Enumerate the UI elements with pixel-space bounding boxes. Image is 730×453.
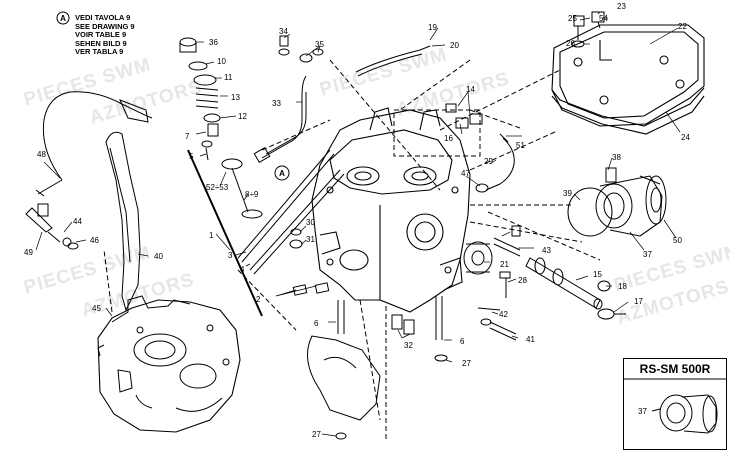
oil-line-left	[253, 75, 307, 164]
reference-note: VEDI TAVOLA 9 SEE DRAWING 9 VOIR TABLE 9…	[75, 13, 135, 57]
callout-19: 19	[428, 23, 437, 32]
reference-line: SEHEN BILD 9	[75, 38, 127, 48]
oil-line-right	[485, 133, 515, 191]
callout-18: 18	[618, 282, 627, 291]
side-bolts	[477, 225, 626, 341]
callout-31: 31	[306, 235, 315, 244]
inset-intake-part	[651, 394, 718, 434]
intake-manifold	[567, 167, 667, 237]
callout-14: 14	[466, 85, 475, 94]
callout-labels: 12345678÷9101112131415161718192021222324…	[24, 2, 690, 439]
inset-callout: 37	[638, 407, 647, 416]
chain-tensioner-blade	[105, 131, 141, 312]
callout-20: 20	[450, 41, 459, 50]
inset-artwork: 37	[624, 378, 726, 434]
callout-30: 30	[306, 218, 315, 227]
camshaft	[525, 257, 603, 310]
callout-13: 13	[231, 93, 240, 102]
callout-34: 34	[279, 27, 288, 36]
model-inset-box: RS-SM 500R 37	[623, 358, 727, 450]
reference-line: VEDI TAVOLA 9	[75, 13, 131, 22]
reference-marker-letter: A	[279, 169, 285, 178]
callout-27: 27	[312, 430, 321, 439]
callout-54: 54	[599, 14, 608, 23]
cylinder-studs	[237, 149, 448, 362]
callout-49: 49	[24, 248, 33, 257]
reference-marker-circle	[274, 165, 290, 181]
callout-6: 6	[460, 337, 465, 346]
leader-lines	[35, 11, 681, 437]
assembly-bracket	[187, 149, 263, 317]
callout-51: 51	[516, 141, 525, 150]
throttle-cable	[35, 91, 153, 197]
callout-12: 12	[238, 112, 247, 121]
callout-46: 46	[90, 236, 99, 245]
breather-pipe	[355, 45, 431, 77]
callout-7: 7	[185, 132, 190, 141]
reference-line: VER TABLA 9	[75, 47, 124, 56]
callout-43: 43	[542, 246, 551, 255]
callout-1: 1	[209, 231, 214, 240]
callout-21: 21	[500, 260, 509, 269]
callout-41: 41	[526, 335, 535, 344]
callout-25: 25	[568, 14, 577, 23]
callout-32: 32	[404, 341, 413, 350]
callout-52-to-53: 52÷53	[206, 183, 229, 192]
reference-badge: A	[56, 11, 70, 25]
callout-11: 11	[224, 73, 233, 82]
callout-8-to-9: 8÷9	[245, 190, 259, 199]
callout-27: 27	[462, 359, 471, 368]
callout-48: 48	[37, 150, 46, 159]
callout-15: 15	[593, 270, 602, 279]
reference-badge-letter: A	[60, 14, 66, 23]
callout-44: 44	[73, 217, 82, 226]
callout-47: 47	[461, 169, 470, 178]
callout-39: 39	[563, 189, 572, 198]
callout-42: 42	[499, 310, 508, 319]
cover-bolts	[571, 11, 605, 48]
callout-38: 38	[612, 153, 621, 162]
callout-50: 50	[673, 236, 682, 245]
engine-crankcase	[97, 295, 241, 433]
callout-37: 37	[643, 250, 652, 259]
valve-cover	[551, 24, 705, 135]
callout-28: 28	[518, 276, 527, 285]
callout-4: 4	[240, 265, 245, 274]
roller-bearing	[463, 241, 493, 275]
reference-line: SEE DRAWING 9	[75, 21, 135, 31]
callout-24: 24	[681, 133, 690, 142]
callout-22: 22	[678, 22, 687, 31]
small-fittings	[278, 35, 489, 249]
callout-35: 35	[315, 40, 324, 49]
valve-train	[179, 37, 263, 219]
small-bolts-left	[25, 203, 79, 250]
callout-23: 23	[617, 2, 626, 11]
callout-45: 45	[92, 304, 101, 313]
callout-3: 3	[228, 251, 233, 260]
callout-5: 5	[189, 152, 194, 161]
inset-title: RS-SM 500R	[639, 362, 711, 376]
callout-17: 17	[634, 297, 643, 306]
callout-40: 40	[154, 252, 163, 261]
reference-line: VOIR TABLE 9	[75, 30, 127, 39]
callout-26: 26	[566, 39, 575, 48]
callout-6: 6	[314, 319, 319, 328]
callout-10: 10	[217, 57, 226, 66]
callout-36: 36	[209, 38, 218, 47]
callout-2: 2	[256, 295, 261, 304]
cylinder-base	[307, 335, 381, 440]
callout-29: 29	[484, 157, 493, 166]
leader-dashes	[103, 59, 601, 440]
callout-16: 16	[444, 134, 453, 143]
callout-33: 33	[272, 99, 281, 108]
